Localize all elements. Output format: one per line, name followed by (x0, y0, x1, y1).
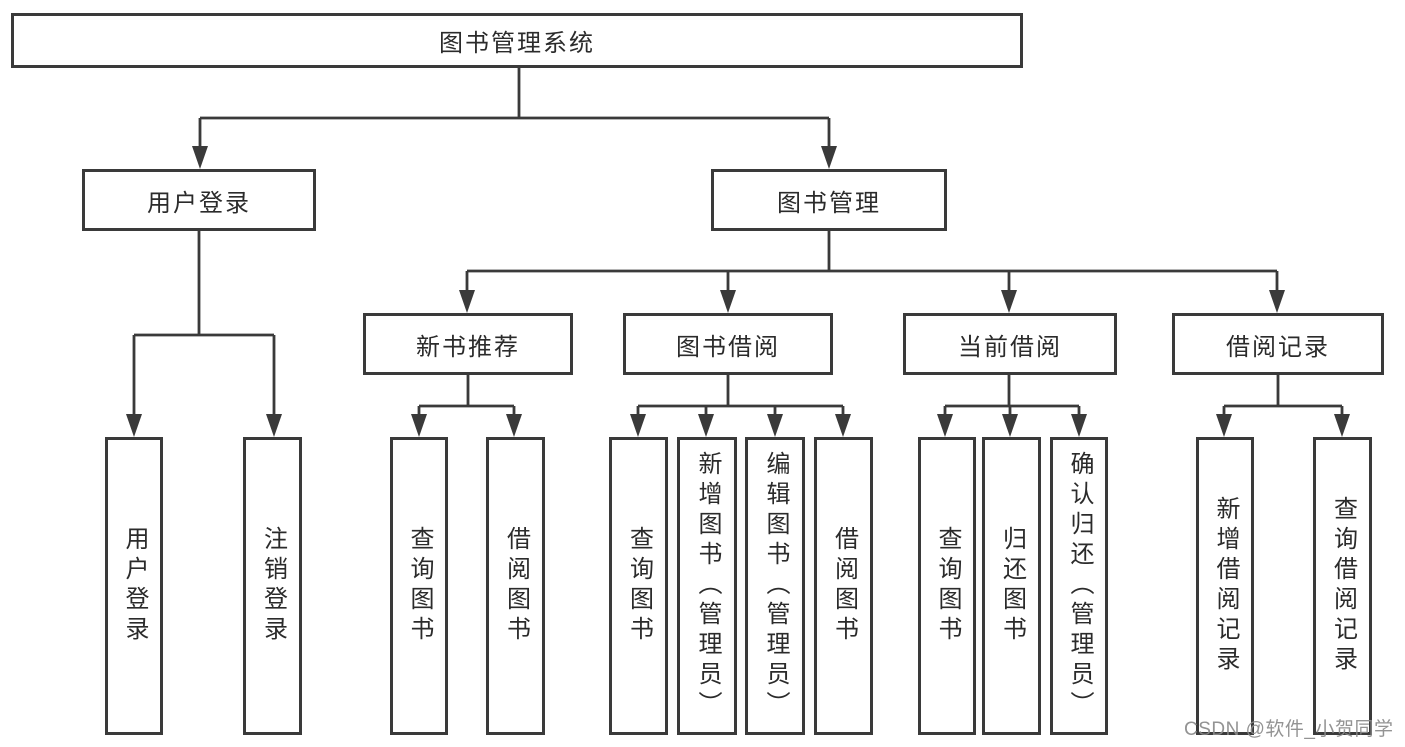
node-library-management-system: 图书管理系统 (11, 13, 1023, 68)
connector-current-borrow-children (943, 375, 1081, 432)
arrow-down-icon (698, 414, 714, 437)
arrow-down-icon (192, 146, 208, 169)
arrow-down-icon (821, 146, 837, 169)
watermark-text: CSDN @软件_小贺同学 (1184, 719, 1394, 740)
arrow-down-icon (1269, 290, 1285, 313)
leaf-confirm-return-admin: 确认归还（管理员） (1050, 437, 1108, 735)
leaf-edit-books-admin: 编辑图书（管理员） (745, 437, 805, 735)
leaf-borrow-books: 借阅图书 (814, 437, 873, 735)
leaf-return-books: 归还图书 (982, 437, 1041, 735)
node-user-login: 用户登录 (82, 169, 316, 231)
arrow-down-icon (1216, 414, 1232, 437)
arrow-down-icon (767, 414, 783, 437)
node-label: 借阅记录 (1226, 333, 1330, 361)
node-label: 注销登录 (259, 526, 287, 646)
leaf-user-login: 用户登录 (105, 437, 163, 735)
connector-book-borrow-children (636, 375, 845, 432)
node-label: 确认归还（管理员） (1066, 451, 1093, 721)
node-borrowing-records: 借阅记录 (1172, 313, 1384, 375)
node-label: 借阅图书 (502, 526, 530, 646)
arrow-down-icon (1002, 414, 1018, 437)
arrow-down-icon (720, 290, 736, 313)
node-label: 查询借阅记录 (1329, 496, 1357, 676)
node-label: 归还图书 (998, 526, 1026, 646)
leaf-query-borrow-record: 查询借阅记录 (1313, 437, 1372, 735)
node-label: 新书推荐 (416, 333, 520, 361)
leaf-borrow-books-recommend: 借阅图书 (486, 437, 545, 735)
arrow-down-icon (1001, 290, 1017, 313)
leaf-query-books-recommend: 查询图书 (390, 437, 448, 735)
node-label: 新增借阅记录 (1212, 496, 1239, 676)
node-label: 查询图书 (934, 526, 961, 646)
node-label: 图书管理系统 (439, 30, 595, 57)
leaf-add-books-admin: 新增图书（管理员） (677, 437, 737, 735)
node-label: 用户登录 (147, 189, 251, 217)
node-label: 编辑图书（管理员） (762, 451, 789, 721)
arrow-down-icon (506, 414, 522, 437)
arrow-down-icon (937, 414, 953, 437)
arrow-down-icon (459, 290, 475, 313)
leaf-logout: 注销登录 (243, 437, 302, 735)
leaf-add-borrow-record: 新增借阅记录 (1196, 437, 1254, 735)
leaf-query-books-current: 查询图书 (918, 437, 976, 735)
arrow-down-icon (126, 414, 142, 437)
connector-user-login-children (132, 231, 276, 432)
arrow-down-icon (411, 414, 427, 437)
node-label: 查询图书 (625, 526, 653, 646)
node-book-management: 图书管理 (711, 169, 947, 231)
connector-borrow-records-children (1222, 375, 1344, 432)
node-label: 新增图书（管理员） (694, 451, 721, 721)
node-label: 用户登录 (121, 526, 148, 646)
leaf-query-books-borrow: 查询图书 (609, 437, 668, 735)
node-book-borrowing: 图书借阅 (623, 313, 833, 375)
node-new-book-recommendation: 新书推荐 (363, 313, 573, 375)
node-label: 查询图书 (406, 526, 433, 646)
arrow-down-icon (630, 414, 646, 437)
node-label: 图书借阅 (676, 333, 780, 361)
node-label: 当前借阅 (958, 333, 1062, 361)
node-label: 借阅图书 (830, 526, 858, 646)
node-label: 图书管理 (777, 189, 881, 217)
arrow-down-icon (835, 414, 851, 437)
connector-new-book-children (417, 375, 516, 432)
arrow-down-icon (1071, 414, 1087, 437)
connector-book-mgmt-children (465, 231, 1279, 308)
arrow-down-icon (266, 414, 282, 437)
connector-root-to-level2 (198, 68, 831, 164)
arrow-down-icon (1334, 414, 1350, 437)
connector-lines (132, 68, 1344, 432)
node-current-borrowing: 当前借阅 (903, 313, 1117, 375)
